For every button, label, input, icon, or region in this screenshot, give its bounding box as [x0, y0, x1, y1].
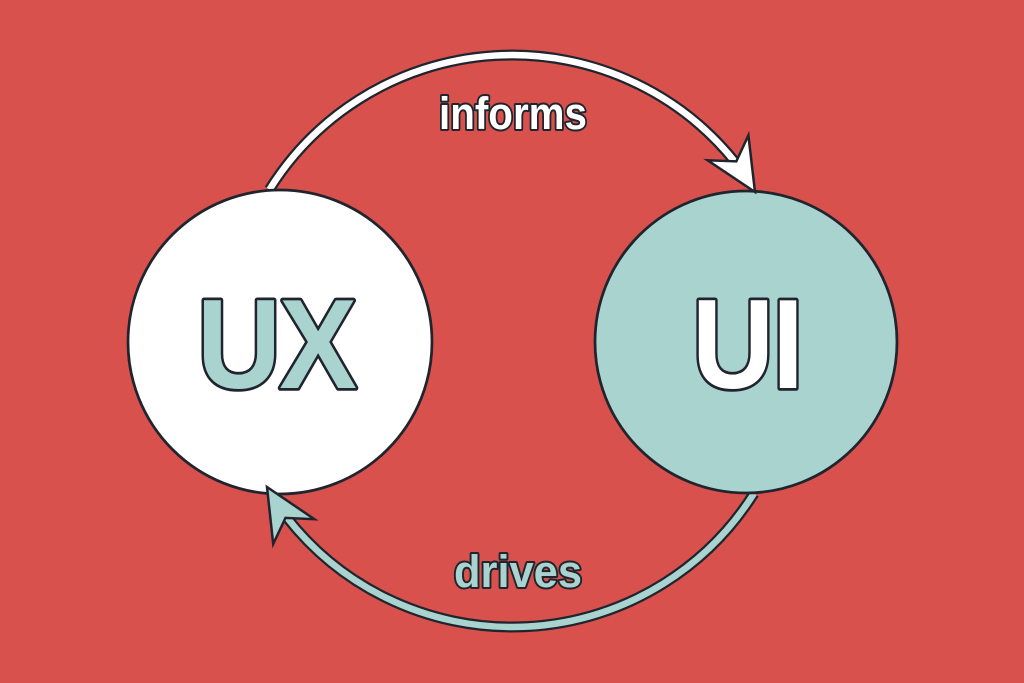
drives-arrow-curve	[284, 491, 757, 631]
informs-arrow	[264, 49, 740, 193]
drives-arrowhead-icon	[265, 484, 319, 549]
informs-arrow-curve	[266, 51, 738, 192]
informs-label: informs	[439, 88, 587, 139]
drives-arrow	[282, 490, 759, 633]
ui-label: UI	[692, 273, 802, 415]
drives-label: drives	[454, 546, 582, 597]
informs-arrowhead-icon	[703, 130, 757, 195]
ux-label: UX	[197, 273, 356, 415]
ux-circle	[126, 188, 434, 496]
ui-circle	[593, 189, 899, 495]
